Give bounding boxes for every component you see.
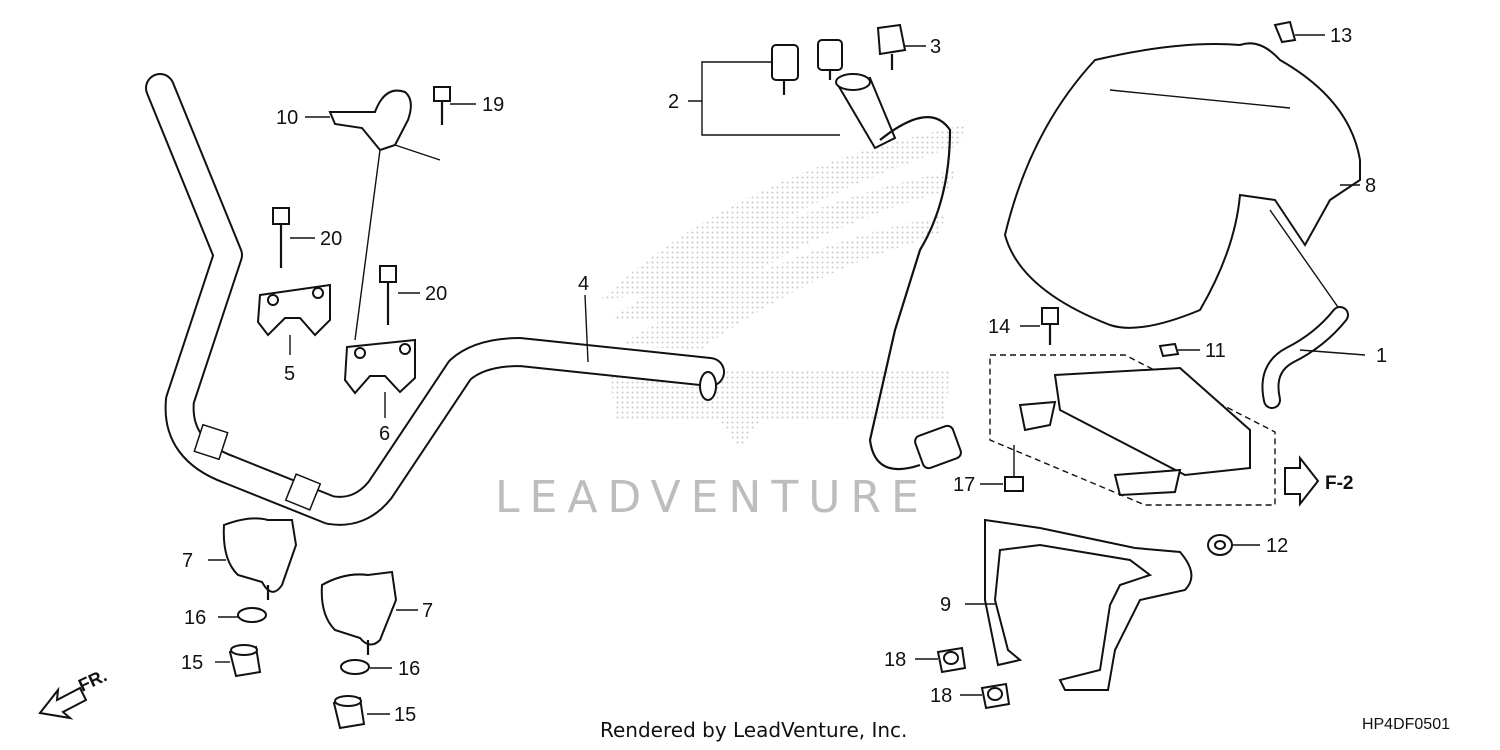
callout-6: 6 [379,423,390,445]
callout-1: 1 [1376,345,1387,367]
callout-10: 10 [276,107,298,129]
reference-arrow-label: F-2 [1325,473,1354,494]
lower-holder-7-a [222,517,298,600]
hose-1 [1261,306,1349,409]
callout-3: 3 [930,36,941,58]
nut-18-a [936,646,967,674]
bolt-19 [433,86,451,125]
stay-9 [984,518,1193,691]
callout-18-b: 18 [930,685,952,707]
nut-18-b [980,682,1011,710]
nut-15-a [228,644,262,678]
honda-wing-watermark [600,125,965,450]
callout-2: 2 [668,91,679,113]
screw-17 [1004,445,1024,492]
callout-15-b: 15 [394,704,416,726]
grommet-12 [1207,534,1233,556]
diagram-code: HP4DF0501 [1361,716,1450,733]
bolt-20-b [379,265,397,325]
callout-7-a: 7 [182,550,193,572]
callout-16-b: 16 [398,658,420,680]
bolt-20-a [272,207,290,268]
callout-4: 4 [578,273,589,295]
key-cap-3 [876,23,907,70]
bracket-10 [328,89,441,341]
reference-arrow [1284,455,1320,507]
ignition-switch-2 [771,39,962,471]
callout-18-a: 18 [884,649,906,671]
leader-lines [208,34,1366,715]
callout-20-b: 20 [425,283,447,305]
callout-5: 5 [284,363,295,385]
washer-16-b [340,659,370,675]
callout-8: 8 [1365,175,1376,197]
callout-14: 14 [988,316,1010,338]
callout-7-b: 7 [422,600,433,622]
control-unit-group [989,354,1276,506]
watermark-text: LEADVENTURE [495,472,929,523]
callout-11: 11 [1205,340,1226,362]
callout-17: 17 [953,474,975,496]
lower-holder-7-b [320,570,398,655]
callout-9: 9 [940,594,951,616]
bolt-14 [1041,307,1059,345]
footer-credit: Rendered by LeadVenture, Inc. [600,718,908,742]
cover-8 [1003,42,1361,329]
callout-12: 12 [1266,535,1288,557]
callout-16-a: 16 [184,607,206,629]
front-arrow-icon [38,686,88,720]
upper-holder-5 [256,283,331,337]
callout-20-a: 20 [320,228,342,250]
nut-15-b [332,695,366,730]
callout-13: 13 [1330,25,1352,47]
callout-15-a: 15 [181,652,203,674]
clip-13 [1273,20,1297,44]
callout-19: 19 [482,94,504,116]
nut-11 [1158,342,1180,358]
handlebar [145,73,725,526]
upper-holder-6 [343,338,416,395]
washer-16-a [237,607,267,623]
